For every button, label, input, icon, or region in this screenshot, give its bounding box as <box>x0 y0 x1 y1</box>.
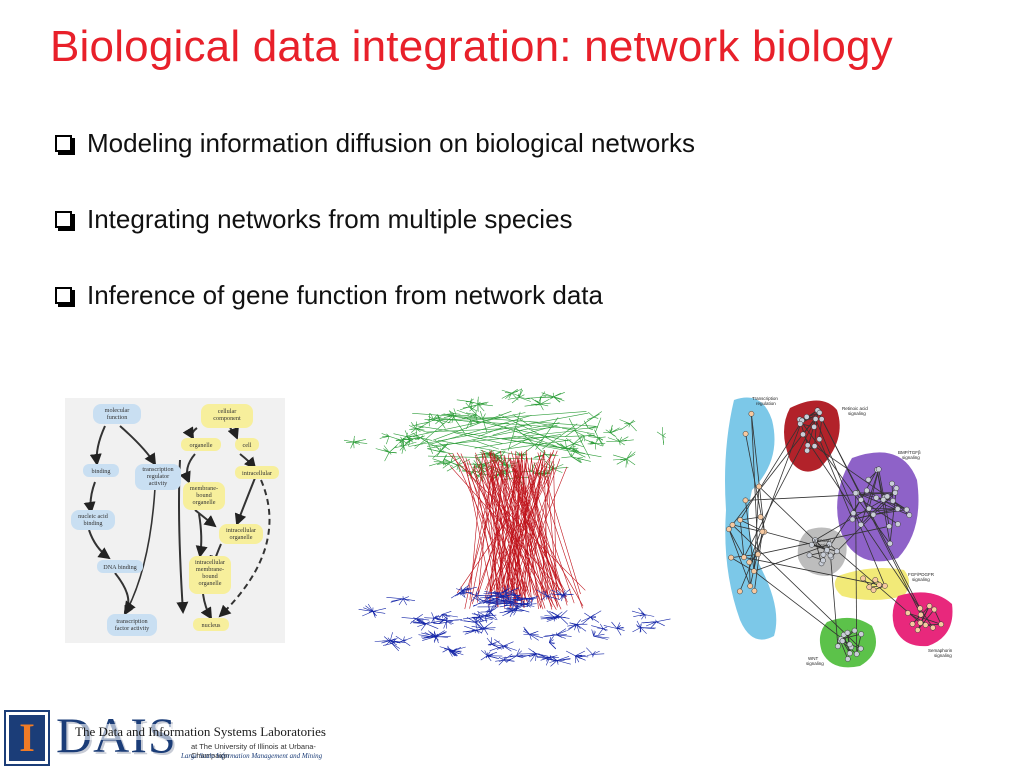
svg-text:bound: bound <box>196 492 212 499</box>
svg-text:signaling: signaling <box>848 411 866 416</box>
svg-text:component: component <box>213 415 241 422</box>
svg-text:BMP/TGFβ: BMP/TGFβ <box>898 450 921 455</box>
svg-text:organelle: organelle <box>190 442 213 449</box>
svg-text:regulation: regulation <box>756 401 776 406</box>
svg-text:function: function <box>107 414 128 421</box>
svg-text:Transcription: Transcription <box>752 396 778 401</box>
svg-text:signaling: signaling <box>902 455 920 460</box>
svg-text:transcription: transcription <box>142 466 173 473</box>
bullet-text: Modeling information diffusion on biolog… <box>87 127 695 158</box>
bullet-list: Modeling information diffusion on biolog… <box>55 126 695 354</box>
svg-text:binding: binding <box>84 520 103 527</box>
svg-text:transcription: transcription <box>116 618 147 625</box>
svg-text:Unknown: Unknown <box>812 538 831 543</box>
svg-text:cellular: cellular <box>218 408 237 415</box>
university-logo-icon: I <box>4 710 50 766</box>
lab-tagline: Large Scale Information Management and M… <box>181 752 323 760</box>
checkbox-bullet-icon <box>55 134 75 155</box>
lab-affiliation: at The University of Illinois at Urbana-… <box>191 742 316 760</box>
svg-text:signaling: signaling <box>806 661 824 666</box>
svg-text:organelle: organelle <box>193 499 216 506</box>
bullet-item: Integrating networks from multiple speci… <box>55 202 695 236</box>
svg-text:activity: activity <box>149 480 168 487</box>
svg-text:membrane-: membrane- <box>190 485 218 492</box>
svg-text:signaling: signaling <box>912 577 930 582</box>
svg-text:organelle: organelle <box>199 580 222 587</box>
svg-text:molecular: molecular <box>105 407 130 414</box>
svg-text:DNA binding: DNA binding <box>103 564 137 571</box>
checkbox-bullet-icon <box>55 210 75 231</box>
svg-text:nucleus: nucleus <box>202 622 221 629</box>
bullet-item: Modeling information diffusion on biolog… <box>55 126 695 160</box>
bullet-text: Integrating networks from multiple speci… <box>87 203 573 234</box>
svg-text:membrane-: membrane- <box>196 566 224 573</box>
svg-text:regulator: regulator <box>147 473 169 480</box>
bullet-text: Inference of gene function from network … <box>87 279 603 310</box>
svg-text:binding: binding <box>92 468 111 475</box>
svg-text:intracellular: intracellular <box>195 559 225 566</box>
svg-text:nucleic acid: nucleic acid <box>78 513 109 520</box>
svg-text:FGF/PDGFR: FGF/PDGFR <box>908 572 935 577</box>
svg-text:WNT: WNT <box>808 656 818 661</box>
svg-text:signaling: signaling <box>934 653 952 658</box>
svg-text:cell: cell <box>243 442 252 449</box>
svg-text:Semaphorin: Semaphorin <box>928 648 953 653</box>
bullet-item: Inference of gene function from network … <box>55 278 695 312</box>
svg-text:function: function <box>814 543 830 548</box>
svg-text:Retinoic acid: Retinoic acid <box>842 406 868 411</box>
svg-text:intracellular: intracellular <box>226 527 256 534</box>
svg-text:factor activity: factor activity <box>115 625 150 632</box>
checkbox-bullet-icon <box>55 286 75 307</box>
svg-text:intracellular: intracellular <box>242 470 272 477</box>
multi-species-network-figure <box>343 388 671 667</box>
lab-name: The Data and Information Systems Laborat… <box>74 724 327 740</box>
dais-footer-logo: I DAIS The Data and Information Systems … <box>4 710 346 766</box>
svg-text:organelle: organelle <box>230 534 253 541</box>
svg-text:bound: bound <box>202 573 218 580</box>
logo-letter: I <box>19 715 35 760</box>
slide-title: Biological data integration: network bio… <box>50 22 893 71</box>
